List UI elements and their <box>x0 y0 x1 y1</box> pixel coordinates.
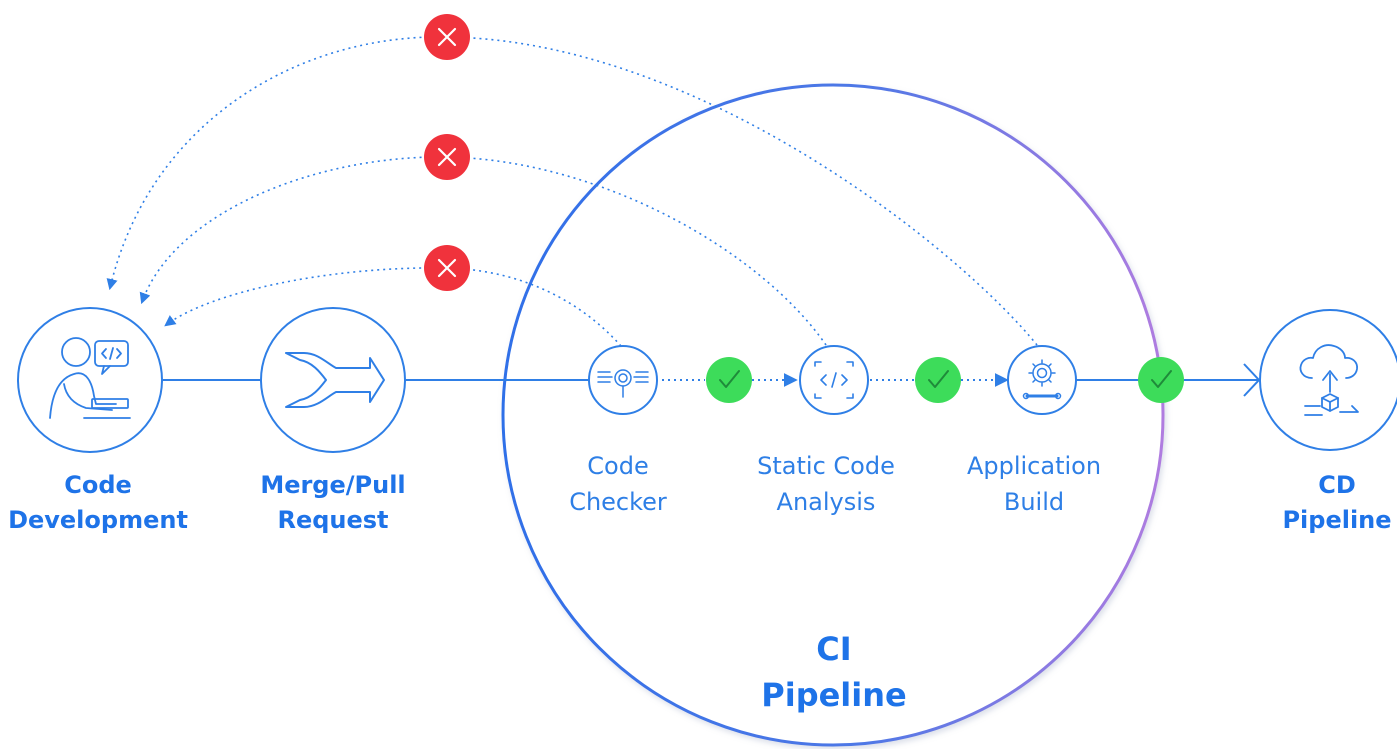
merge-pull-request-label-line2: Request <box>277 506 388 534</box>
check-icon <box>928 370 949 388</box>
gear-wrench-build-icon <box>1022 359 1062 400</box>
static-code-analysis-label-line1: Static Code <box>757 452 895 480</box>
success-marker <box>706 357 752 403</box>
failure-marker <box>424 134 470 180</box>
main-flow-lines <box>163 363 1261 397</box>
success-marker <box>1138 357 1184 403</box>
code-checker-label-line1: Code <box>587 452 648 480</box>
ci-pipeline-boundary <box>501 83 1165 747</box>
cd-pipeline-node: CD Pipeline <box>1259 309 1397 534</box>
code-scan-brackets-icon <box>814 361 854 399</box>
ci-stage-static-code-analysis: Static Code Analysis <box>757 345 895 516</box>
code-inspect-magnifier-icon <box>597 369 649 398</box>
failure-marker <box>424 245 470 291</box>
x-icon <box>437 147 457 167</box>
code-checker-label-line2: Checker <box>569 488 667 516</box>
application-build-label-line2: Build <box>1004 488 1064 516</box>
cloud-upload-deploy-icon <box>1299 344 1359 416</box>
cd-pipeline-label-line1: CD <box>1318 471 1356 499</box>
code-development-label-line1: Code <box>64 471 132 499</box>
ci-stage-application-build: Application Build <box>967 345 1101 516</box>
code-development-node: Code Development <box>8 307 188 534</box>
application-build-label-line1: Application <box>967 452 1101 480</box>
static-code-analysis-label-line2: Analysis <box>777 488 876 516</box>
ci-pipeline-title-line2: Pipeline <box>761 676 906 714</box>
merge-arrow-icon <box>285 352 385 408</box>
check-icon <box>719 370 740 388</box>
cd-pipeline-label-line2: Pipeline <box>1282 506 1391 534</box>
check-icon <box>1151 370 1172 388</box>
ci-pipeline-title-line1: CI <box>816 630 851 668</box>
x-icon <box>437 27 457 47</box>
merge-pull-request-node: Merge/Pull Request <box>260 307 406 534</box>
failure-marker <box>424 14 470 60</box>
ci-stage-code-checker: Code Checker <box>569 345 667 516</box>
x-icon <box>437 258 457 278</box>
developer-at-desk-icon <box>49 337 131 419</box>
code-development-label-line2: Development <box>8 506 188 534</box>
failure-feedback-loops <box>106 36 1038 347</box>
merge-pull-request-label-line1: Merge/Pull <box>260 471 405 499</box>
success-marker <box>915 357 961 403</box>
